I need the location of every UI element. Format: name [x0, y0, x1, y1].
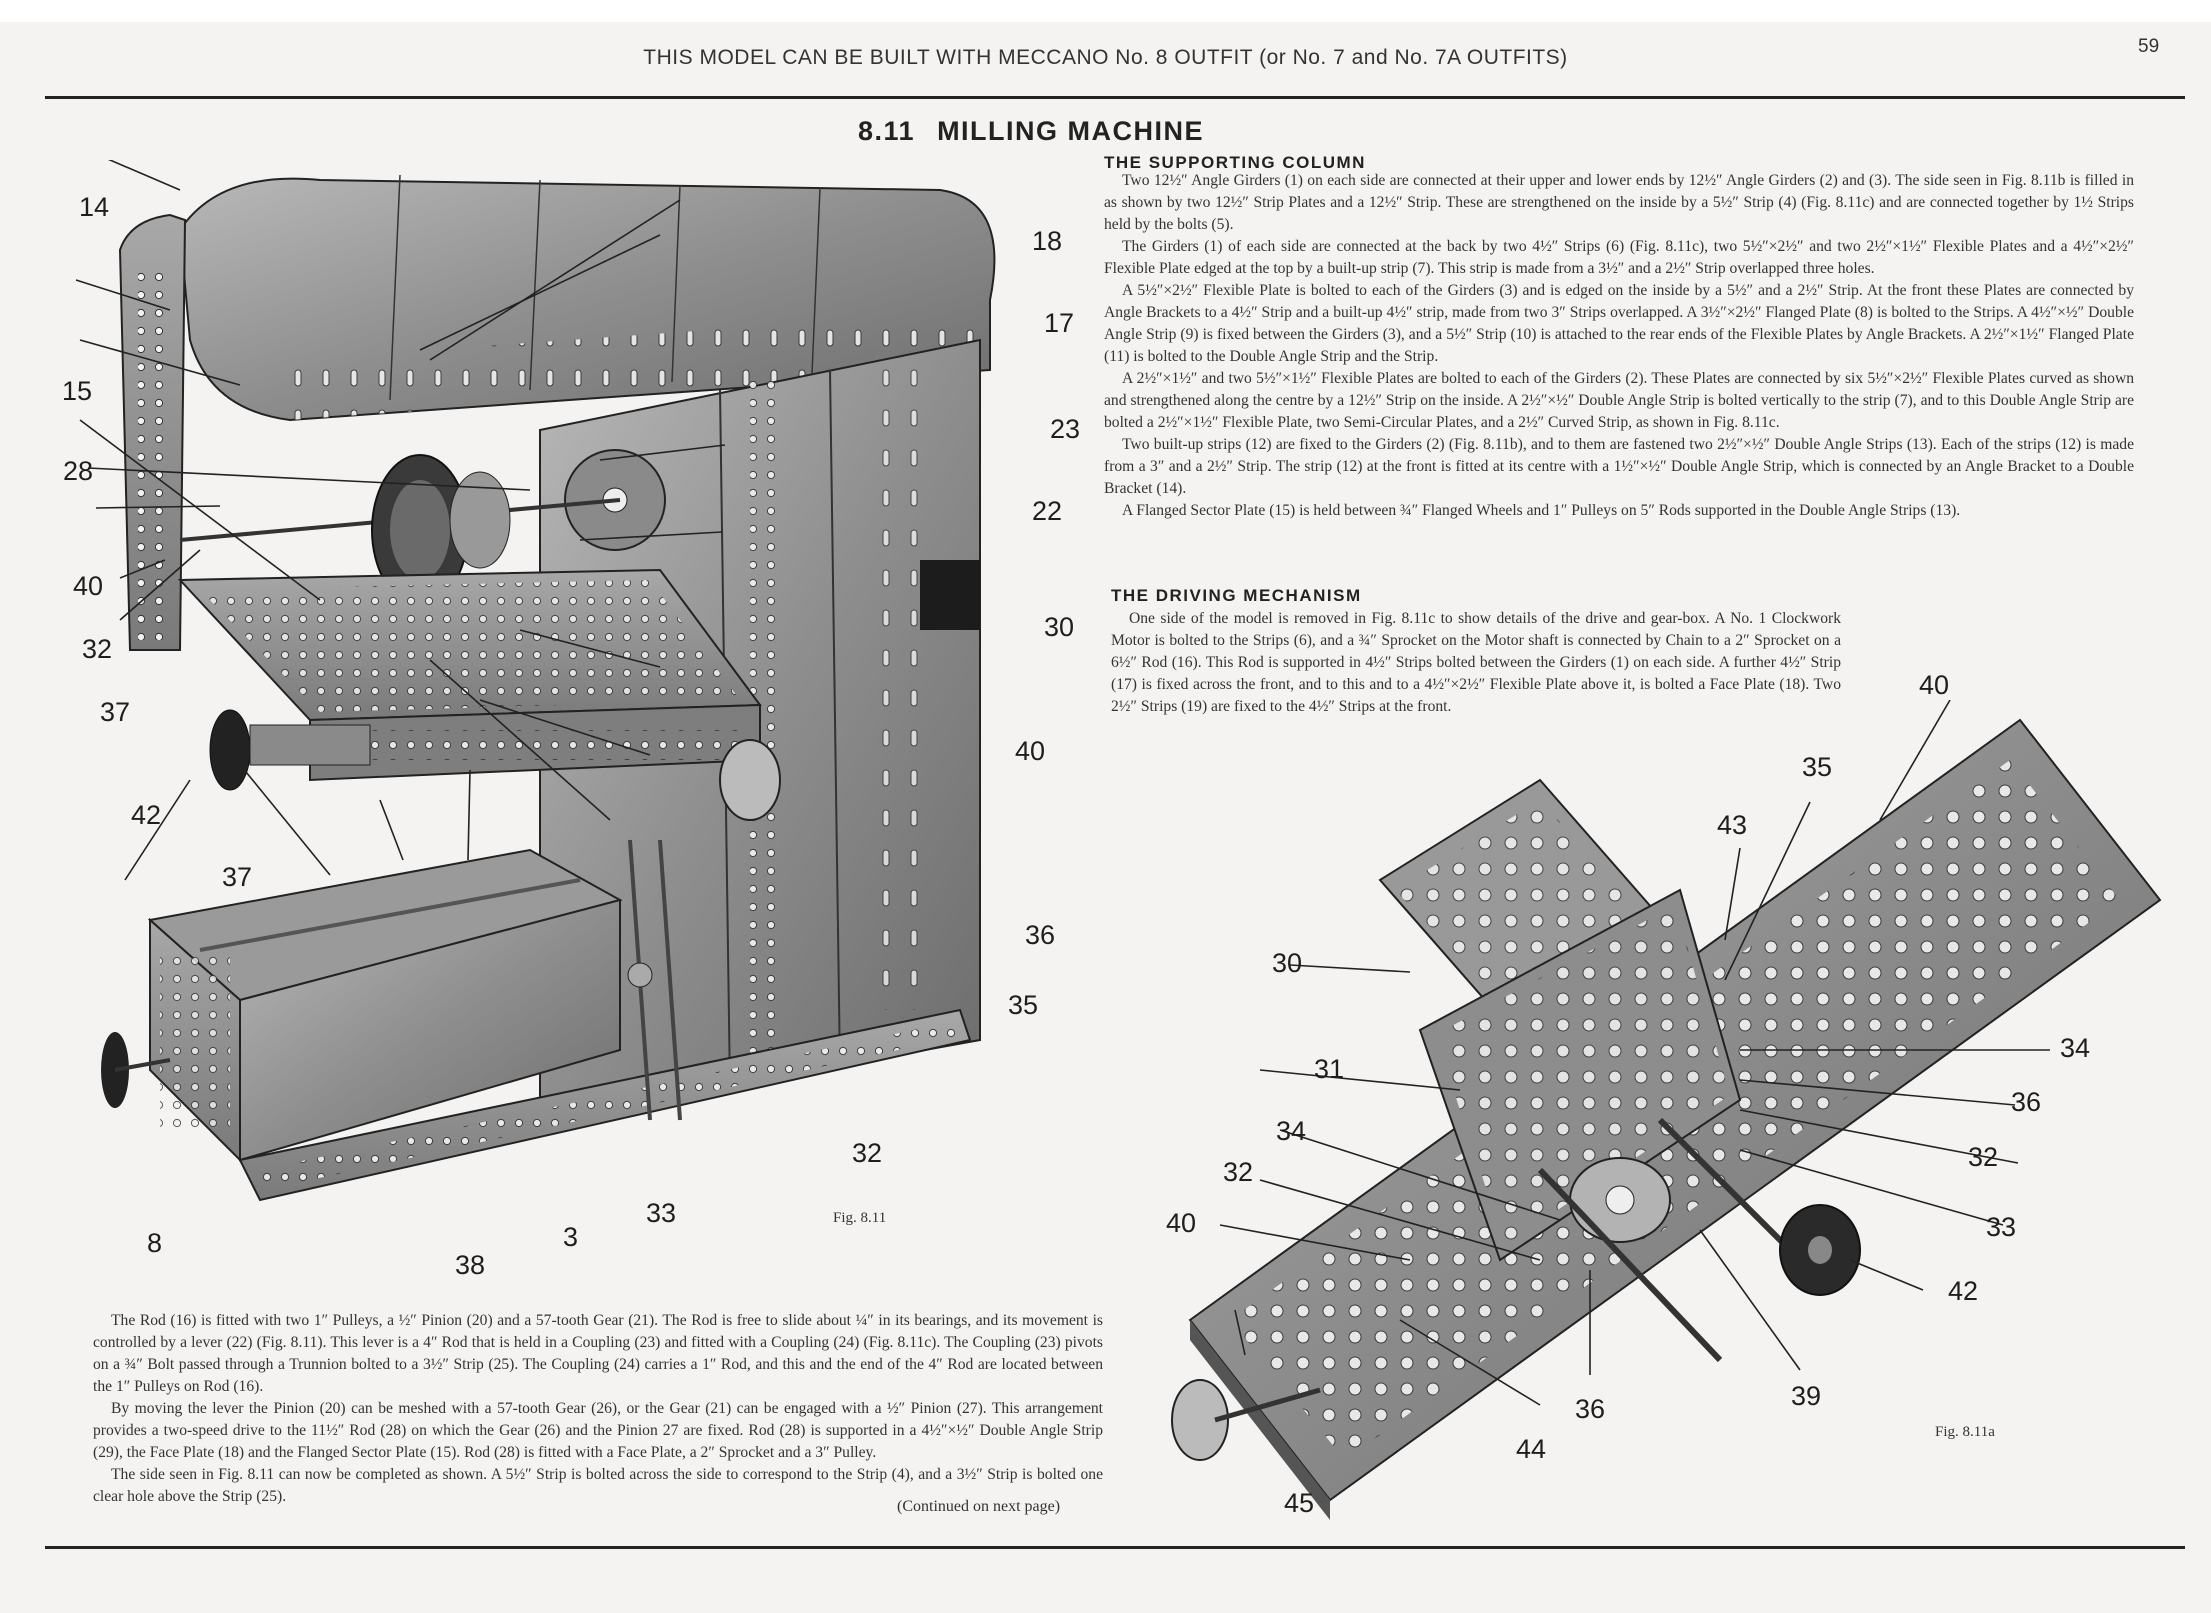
leader-lines-a — [1219, 700, 2050, 1406]
callout-a-42: 42 — [1948, 1276, 1979, 1306]
callout-32-right: 32 — [852, 1138, 883, 1168]
callout-a-40-top: 40 — [1919, 670, 1950, 700]
base-girder — [238, 1008, 972, 1202]
callout-a-35: 35 — [1802, 752, 1833, 782]
callout-35: 35 — [1008, 990, 1039, 1020]
paragraph: One side of the model is removed in Fig.… — [1111, 610, 1841, 715]
callout-30: 30 — [1044, 612, 1075, 642]
callout-23: 23 — [1050, 414, 1081, 444]
base-box — [101, 848, 623, 1163]
page-number: 59 — [2138, 36, 2160, 57]
callout-33: 33 — [646, 1198, 677, 1228]
callout-a-34-right: 34 — [2060, 1033, 2091, 1063]
handwheel-42-a — [1779, 1204, 1861, 1296]
paragraph: Two 12½″ Angle Girders (1) on each side … — [1104, 172, 2134, 233]
disc-pulley — [719, 739, 781, 821]
leader-lines — [75, 160, 726, 881]
page-title: 8.11 MILLING MACHINE — [858, 116, 1204, 147]
paragraph: By moving the lever the Pinion (20) can … — [93, 1400, 1103, 1461]
callout-22: 22 — [1032, 496, 1063, 526]
paragraph: A Flanged Sector Plate (15) is held betw… — [1122, 502, 1961, 519]
callout-28: 28 — [63, 456, 94, 486]
callout-3: 3 — [563, 1222, 579, 1252]
page-header: THIS MODEL CAN BE BUILT WITH MECCANO No.… — [643, 46, 1568, 69]
figure-8-11a-illustration — [1171, 700, 2162, 1520]
supporting-column-text: Two 12½″ Angle Girders (1) on each side … — [1104, 170, 2134, 522]
handwheel-42 — [209, 709, 371, 791]
figure-caption-8-11a: Fig. 8.11a — [1935, 1424, 1995, 1440]
gear-boss — [627, 962, 653, 988]
callout-a-36-bottom: 36 — [1575, 1394, 1606, 1424]
callout-40-left: 40 — [73, 571, 104, 601]
header-rule — [45, 96, 2185, 99]
title-number: 8.11 — [858, 116, 916, 146]
work-table — [177, 568, 762, 782]
callout-a-44: 44 — [1516, 1434, 1547, 1464]
callout-a-32-left: 32 — [1223, 1157, 1254, 1187]
callout-15: 15 — [62, 376, 93, 406]
callout-37-top: 37 — [100, 697, 131, 727]
callout-a-32-right: 32 — [1968, 1142, 1999, 1172]
callout-36: 36 — [1025, 920, 1056, 950]
flanged-sector-strip — [118, 213, 187, 651]
continued-note: (Continued on next page) — [897, 1498, 1061, 1515]
callout-14: 14 — [79, 192, 110, 222]
callout-40-right: 40 — [1015, 736, 1046, 766]
footer-rule — [45, 1546, 2185, 1549]
paragraph: The side seen in Fig. 8.11 can now be co… — [93, 1466, 1103, 1505]
curved-hood — [178, 174, 996, 422]
gear-assembly — [1537, 1117, 1803, 1363]
handwheel-45 — [1171, 1379, 1321, 1461]
paragraph: The Girders (1) of each side are connect… — [1104, 238, 2134, 277]
paragraph: The Rod (16) is fitted with two 1″ Pulle… — [93, 1312, 1103, 1395]
callout-37-bottom: 37 — [222, 862, 253, 892]
paragraph: A 2½″×1½″ and two 5½″×1½″ Flexible Plate… — [1104, 370, 2134, 431]
figure-8-11-illustration — [75, 160, 996, 1202]
callout-18: 18 — [1032, 226, 1063, 256]
callout-a-30: 30 — [1272, 948, 1303, 978]
callout-a-45: 45 — [1284, 1488, 1315, 1518]
callout-a-43: 43 — [1717, 810, 1748, 840]
callout-a-31: 31 — [1314, 1054, 1345, 1084]
callout-32-left: 32 — [82, 634, 113, 664]
callout-8: 8 — [147, 1228, 163, 1258]
section-heading-driving-mechanism: THE DRIVING MECHANISM — [1111, 586, 1362, 605]
section-heading-supporting-column: THE SUPPORTING COLUMN — [1104, 153, 1366, 172]
driving-mechanism-text: One side of the model is removed in Fig.… — [1111, 608, 1841, 718]
rod-text: The Rod (16) is fitted with two 1″ Pulle… — [93, 1310, 1103, 1508]
paragraph: Two built-up strips (12) are fixed to th… — [1104, 436, 2134, 497]
callout-38: 38 — [455, 1250, 486, 1280]
callout-a-36-right: 36 — [2011, 1087, 2042, 1117]
callout-a-39: 39 — [1791, 1381, 1822, 1411]
title-text: MILLING MACHINE — [937, 116, 1205, 146]
paragraph: A 5½″×2½″ Flexible Plate is bolted to ea… — [1104, 282, 2134, 365]
callout-42-left: 42 — [131, 800, 162, 830]
callout-17: 17 — [1044, 308, 1075, 338]
figure-caption-8-11: Fig. 8.11 — [833, 1210, 887, 1226]
callout-a-33: 33 — [1986, 1212, 2017, 1242]
carriage-box — [1378, 778, 1742, 1262]
callout-a-34-left: 34 — [1276, 1116, 1307, 1146]
lever-rod — [658, 839, 682, 1121]
pulley-wheel — [179, 454, 621, 606]
callout-a-40-left: 40 — [1166, 1208, 1197, 1238]
